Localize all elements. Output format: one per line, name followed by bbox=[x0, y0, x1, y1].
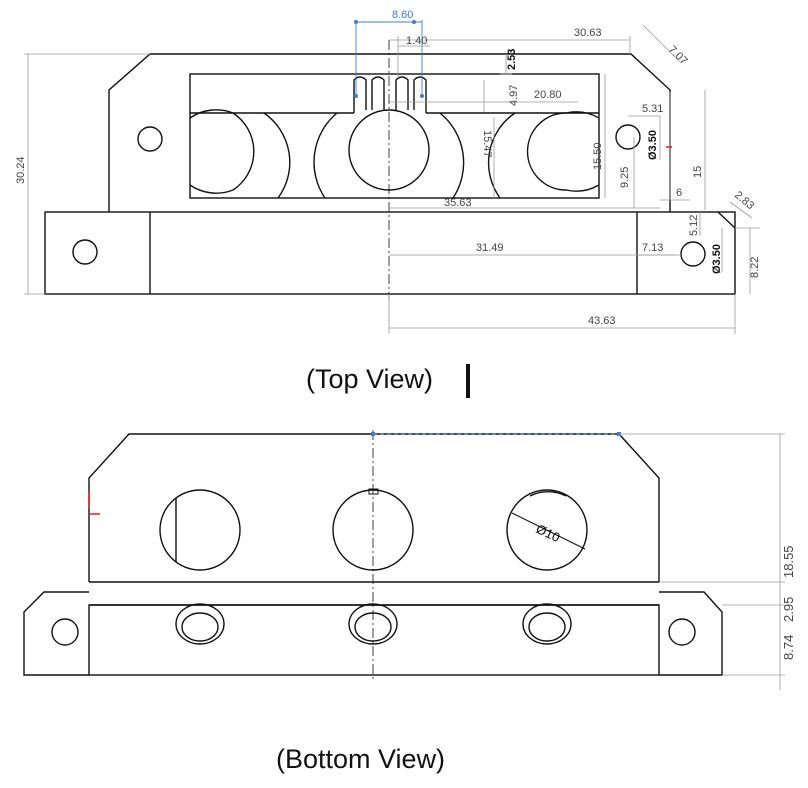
counterbore-left-inner bbox=[181, 612, 219, 642]
counterbore-right-outer bbox=[522, 603, 572, 645]
top-view-caption: (Top View) bbox=[306, 364, 434, 394]
dim-4-97: 4.97 bbox=[508, 85, 520, 106]
mount-hole-base-right bbox=[680, 241, 706, 267]
dim-dia-10: Ø10 bbox=[534, 521, 563, 545]
right-ear bbox=[659, 591, 723, 676]
dim-30-63: 30.63 bbox=[574, 27, 602, 39]
dim-dia-3-50-a: Ø3.50 bbox=[647, 130, 659, 160]
base-bevel bbox=[717, 211, 736, 229]
bottom-bore-right bbox=[506, 489, 588, 571]
dim-dia-3-50-b: Ø3.50 bbox=[711, 244, 723, 274]
clamp-finger-4 bbox=[413, 76, 427, 113]
inner-slot bbox=[189, 73, 600, 199]
ear-hole-right bbox=[668, 618, 696, 646]
dim-2-53: 2.53 bbox=[506, 49, 518, 70]
dim-5-31: 5.31 bbox=[642, 103, 663, 115]
dim-6: 6 bbox=[676, 187, 682, 199]
dim-31-49: 31.49 bbox=[476, 242, 504, 254]
dim-7-13: 7.13 bbox=[642, 242, 663, 254]
dim-15: 15 bbox=[692, 166, 704, 178]
dim-43-63: 43.63 bbox=[588, 315, 616, 327]
bore-left bbox=[189, 109, 255, 194]
counterbore-right-inner bbox=[528, 612, 566, 642]
top-view-outline bbox=[108, 53, 671, 212]
top-view-dimension-texts: 8.60 1.40 30.63 7.07 2.53 4.97 20.80 5.3… bbox=[15, 9, 761, 327]
clamp-finger-3 bbox=[395, 76, 409, 110]
left-ear bbox=[23, 591, 89, 676]
clamp-finger-1 bbox=[353, 76, 367, 113]
counterbore-center-outer bbox=[348, 603, 398, 645]
dim-7-07: 7.07 bbox=[666, 44, 690, 68]
top-view-base-plate bbox=[44, 211, 736, 295]
clamp-finger-2 bbox=[371, 76, 385, 110]
dim-2-95: 2.95 bbox=[781, 597, 796, 622]
top-view-dimension-lines bbox=[24, 20, 760, 334]
bottom-view-caption: (Bottom View) bbox=[276, 744, 446, 774]
mount-hole-body-right bbox=[615, 124, 641, 150]
bore-center-outer-right bbox=[439, 112, 465, 199]
dim-15-50: 15.50 bbox=[592, 142, 604, 170]
dim-30-24: 30.24 bbox=[15, 156, 27, 184]
bore-left-outer bbox=[263, 112, 291, 199]
dim-8-74: 8.74 bbox=[781, 635, 796, 660]
dim-18-55: 18.55 bbox=[781, 545, 796, 578]
dim-8-60: 8.60 bbox=[392, 9, 413, 21]
dim-20-80: 20.80 bbox=[534, 89, 562, 101]
dim-8-22: 8.22 bbox=[749, 257, 761, 278]
bottom-view-dimension-lines bbox=[619, 433, 785, 690]
bore-center-outer-left bbox=[313, 112, 338, 199]
dim-1-40: 1.40 bbox=[406, 35, 427, 47]
bottom-view-lower-block bbox=[88, 604, 660, 676]
bottom-view-dimension-texts: Ø10 18.55 2.95 8.74 bbox=[534, 521, 796, 660]
dim-15-47: 15.47 bbox=[481, 130, 493, 158]
top-view-drawing bbox=[44, 40, 736, 300]
mount-hole-body-left bbox=[137, 126, 163, 152]
bore-right bbox=[526, 111, 600, 192]
dim-2-83: 2.83 bbox=[732, 189, 756, 212]
bottom-bore-left bbox=[159, 489, 241, 571]
counterbore-left-outer bbox=[175, 603, 225, 645]
ear-hole-left bbox=[51, 618, 79, 646]
dim-5-12: 5.12 bbox=[688, 215, 700, 236]
dim-9-25: 9.25 bbox=[619, 167, 631, 188]
text-cursor bbox=[466, 364, 470, 398]
bottom-view-drawing bbox=[23, 430, 723, 680]
mount-hole-base-left bbox=[72, 239, 98, 265]
dim-35-63: 35.63 bbox=[444, 197, 472, 209]
bore-key-slot bbox=[368, 488, 379, 495]
